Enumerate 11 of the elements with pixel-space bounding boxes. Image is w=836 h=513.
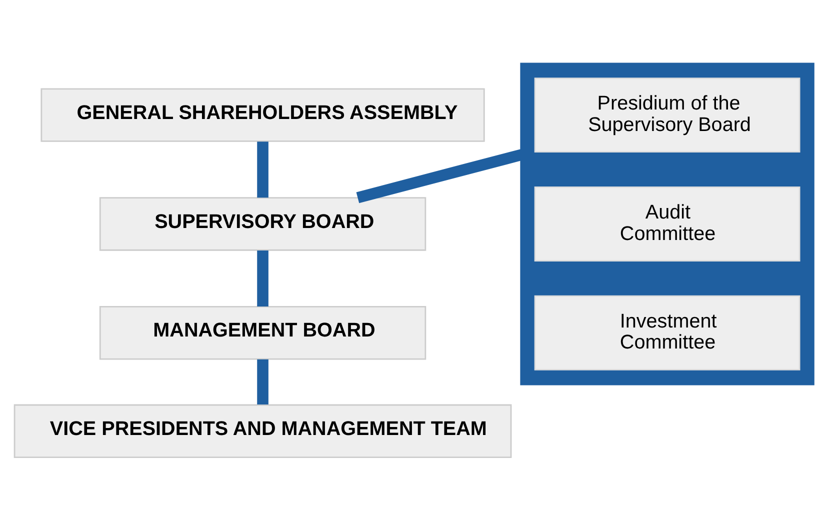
node-box: MANAGEMENT BOARD [99, 306, 426, 360]
node-box: GENERAL SHAREHOLDERS ASSEMBLY [40, 88, 485, 142]
connector [257, 359, 268, 405]
node-box: SUPERVISORY BOARD [99, 197, 426, 251]
connector [257, 142, 268, 198]
node-box: Presidium of the Supervisory Board [534, 78, 800, 153]
node-box: VICE PRESIDENTS AND MANAGEMENT TEAM [14, 404, 512, 458]
node-box: Audit Committee [534, 186, 800, 262]
cluster [520, 62, 814, 386]
connector [257, 250, 268, 306]
node-box: Investment Committee [534, 295, 800, 370]
